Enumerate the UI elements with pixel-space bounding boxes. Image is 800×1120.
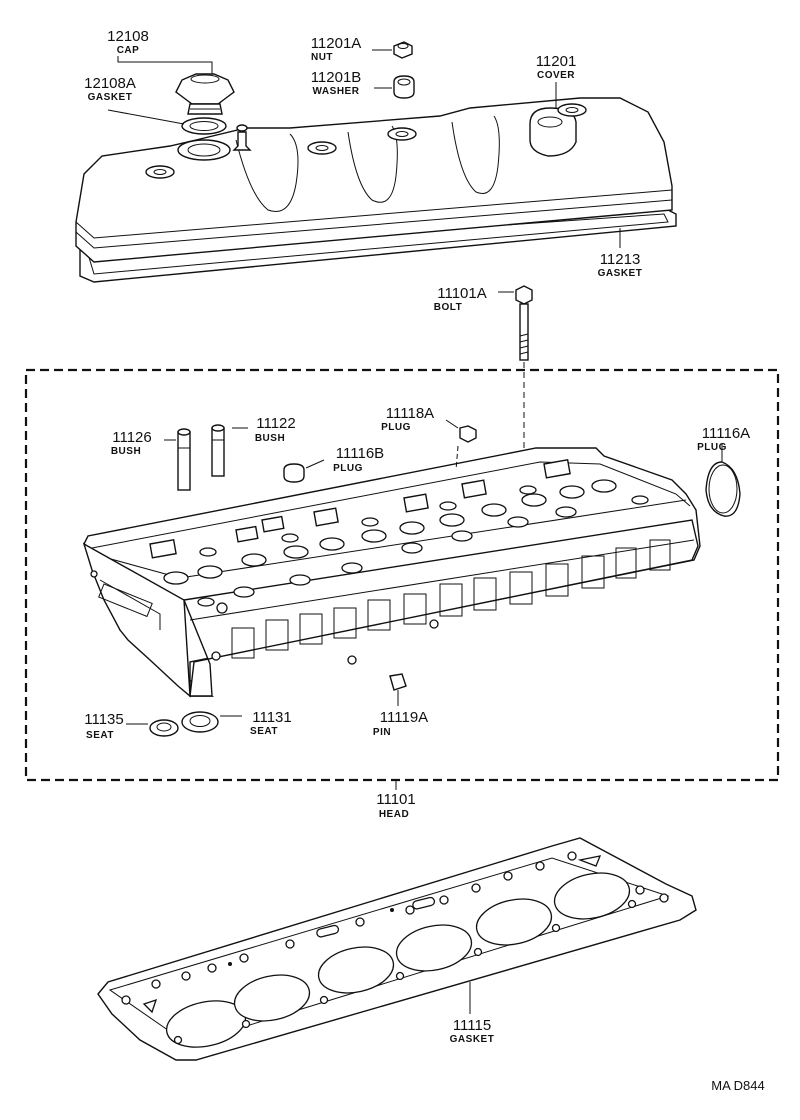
cap-drawing	[175, 73, 235, 115]
plug-11116a-part-number: 11116A	[702, 425, 750, 442]
nut-part-number: 11201A	[311, 35, 362, 52]
head-part-name: HEAD	[379, 809, 409, 820]
cap-gasket-drawing	[181, 117, 227, 135]
cap-part-name: CAP	[117, 45, 140, 56]
nut-drawing	[393, 41, 413, 59]
pin-part-name: PIN	[373, 727, 391, 738]
cover-gasket-part-name: GASKET	[598, 268, 643, 279]
plug-11118a-part-number: 11118A	[386, 405, 434, 422]
cover-part-name: COVER	[537, 70, 575, 81]
plug-11116b-drawing	[283, 463, 305, 483]
bush-11122-part-number: 11122	[256, 415, 296, 432]
plug-11116a-part-name: PLUG	[697, 442, 727, 453]
seat-11135-part-name: SEAT	[86, 730, 114, 741]
head-gasket-part-name: GASKET	[450, 1034, 495, 1045]
cover-gasket-part-number: 11213	[600, 251, 641, 268]
plug-11116b-part-number: 11116B	[336, 445, 384, 462]
bush-11126-part-name: BUSH	[111, 446, 141, 457]
diagram-reference-code: MA D844	[711, 1078, 764, 1093]
seat-11131-part-number: 11131	[252, 709, 292, 726]
seat-11135-part-number: 11135	[84, 711, 124, 728]
head-group-boundary	[24, 368, 780, 782]
washer-part-number: 11201B	[311, 69, 362, 86]
head-part-number: 11101	[376, 791, 416, 808]
pin-part-number: 11119A	[380, 709, 428, 726]
plug-11116b-part-name: PLUG	[333, 463, 363, 474]
head-gasket-part-number: 11115	[453, 1017, 491, 1034]
seat-11131-drawing	[181, 711, 219, 733]
bush-11122-part-name: BUSH	[255, 433, 285, 444]
cap-part-number: 12108	[107, 28, 149, 45]
head-gasket-drawing	[97, 837, 697, 1061]
plug-11116a-drawing	[705, 461, 741, 517]
seat-11135-drawing	[149, 719, 179, 737]
cap-gasket-part-number: 12108A	[84, 75, 136, 92]
seat-11131-part-name: SEAT	[250, 726, 278, 737]
cover-part-number: 11201	[536, 53, 577, 70]
cylinder-head-drawing	[82, 447, 701, 698]
cap-gasket-leader	[107, 109, 185, 125]
plug-11116b-leader	[305, 459, 325, 469]
nut-part-name: NUT	[311, 52, 333, 63]
bush-11126-drawing	[177, 428, 191, 491]
plug-11118a-part-name: PLUG	[381, 422, 411, 433]
plug-11118a-drawing	[455, 425, 477, 471]
washer-part-name: WASHER	[313, 86, 360, 97]
pin-drawing	[389, 673, 407, 691]
bush-11126-part-number: 11126	[112, 429, 152, 446]
bolt-part-number: 11101A	[437, 285, 487, 302]
bolt-part-name: BOLT	[434, 302, 462, 313]
cap-leader	[117, 56, 213, 74]
cap-gasket-part-name: GASKET	[88, 92, 133, 103]
bush-11122-drawing	[211, 424, 225, 477]
washer-drawing	[393, 75, 415, 99]
bolt-drawing	[515, 285, 533, 474]
plug-11118a-leader	[445, 419, 459, 429]
cover-drawing	[75, 97, 673, 263]
